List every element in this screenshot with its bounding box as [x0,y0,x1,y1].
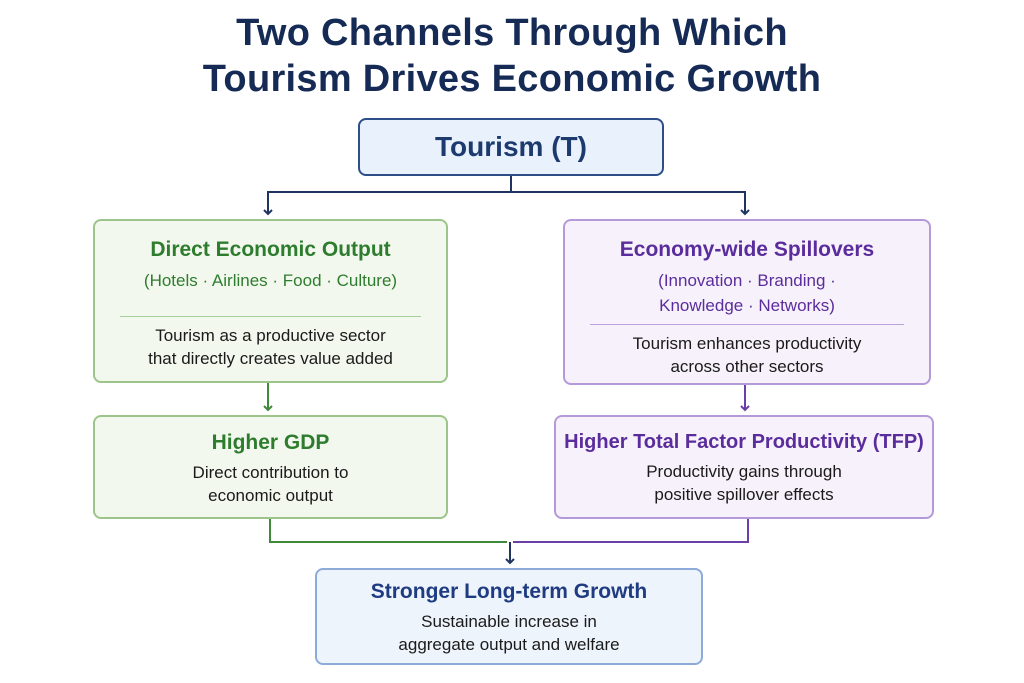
spillovers-examples-1: (Innovation · Branding · [658,271,836,290]
spillovers-node: Economy-wide Spillovers (Innovation · Br… [563,219,931,385]
title-line-2: Tourism Drives Economic Growth [202,58,822,100]
tourism-node: Tourism (T) [358,118,664,176]
direct-output-heading: Direct Economic Output [150,238,391,261]
gdp-heading: Higher GDP [211,431,330,454]
spillovers-examples-2: Knowledge · Networks) [659,296,835,315]
gdp-desc-2: economic output [208,486,333,505]
spillovers-desc-2: across other sectors [670,357,824,376]
gdp-node: Higher GDP Direct contribution to econom… [93,415,448,519]
tfp-node: Higher Total Factor Productivity (TFP) P… [554,415,934,519]
tfp-desc-2: positive spillover effects [654,485,834,504]
direct-output-desc-2: that directly creates value added [148,349,393,368]
spillovers-heading: Economy-wide Spillovers [619,238,875,261]
tfp-heading: Higher Total Factor Productivity (TFP) [564,431,924,453]
split-connector-right [511,191,750,216]
direct-output-desc-1: Tourism as a productive sector [155,326,386,345]
tfp-desc-1: Productivity gains through [646,462,842,481]
gdp-merge-line [269,519,507,543]
tfp-merge-line [513,519,749,543]
growth-desc-1: Sustainable increase in [421,612,597,631]
growth-heading: Stronger Long-term Growth [370,580,648,603]
growth-outcome-node: Stronger Long-term Growth Sustainable in… [315,568,703,665]
growth-desc-2: aggregate output and welfare [398,635,620,654]
direct-output-divider [120,316,421,317]
diagram-title: Two Channels Through Which Tourism Drive… [0,10,1024,102]
spillovers-desc-1: Tourism enhances productivity [632,334,862,353]
direct-output-examples: (Hotels · Airlines · Food · Culture) [143,271,398,290]
tourism-label: Tourism (T) [435,131,587,162]
split-connector [263,176,512,216]
spillovers-divider [590,324,904,325]
gdp-desc-1: Direct contribution to [192,463,349,482]
direct-output-node: Direct Economic Output (Hotels · Airline… [93,219,448,383]
title-line-1: Two Channels Through Which [236,12,788,54]
